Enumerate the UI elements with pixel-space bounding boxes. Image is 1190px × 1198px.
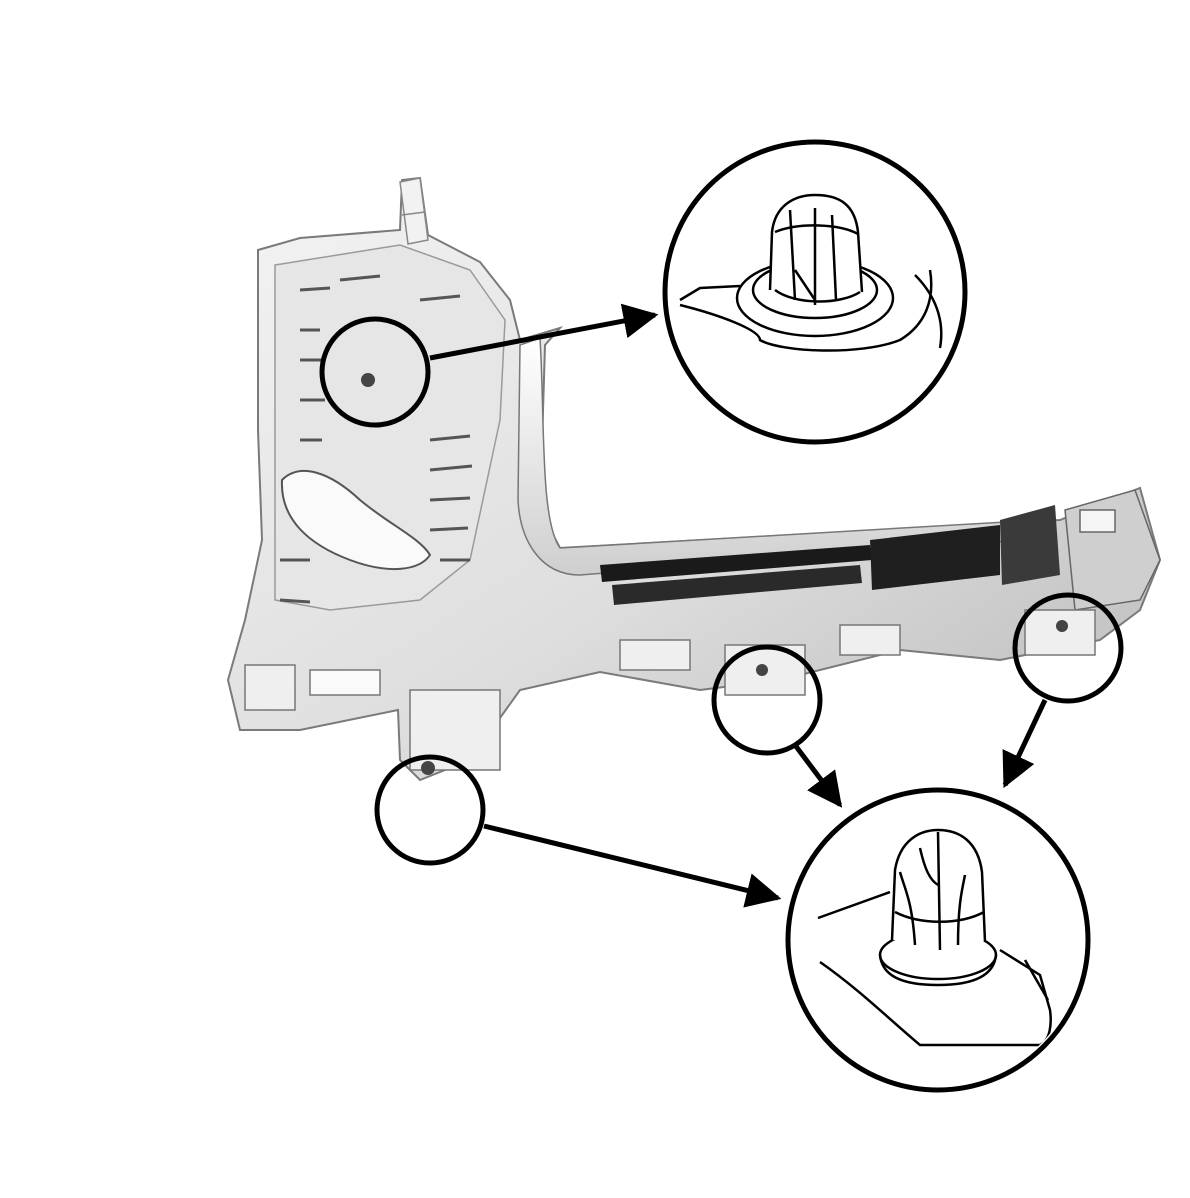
arrow-left [483,823,782,908]
clip-ring [894,910,985,923]
clip-prong-3 [956,874,967,946]
clip-prong-2 [936,831,942,951]
callout-arrows [429,303,1048,908]
clip-base [774,288,861,303]
detail-upper-clip [662,139,968,445]
end-block-window [1079,509,1116,533]
dark-slot-4 [1000,505,1060,585]
callout-marker-upper [319,316,431,428]
arrow-right [1002,698,1048,789]
detail-surface-curve [914,274,943,349]
top-tab [399,177,429,245]
clip-crown [774,224,859,236]
pillar-ribs [279,274,473,604]
clip-slot-4 [793,269,817,301]
callout-marker-right [1012,592,1124,704]
callout-markers [319,316,1124,866]
dark-slot-3 [870,525,1000,590]
clip-slot-3 [830,214,838,301]
mount-holes [361,373,1068,775]
dark-slot-1 [600,545,872,582]
detail-lower-clip [785,787,1091,1093]
clip-flange-underside [878,954,998,987]
clip-prong-1 [898,871,917,946]
dark-slot-2 [612,565,862,605]
detail-surface-outline [819,948,1052,1047]
detail-surface-edge [679,284,741,302]
curved-channel [517,336,1046,576]
detail-surface-outline [679,269,933,352]
arrow-middle [793,743,843,808]
oval-opening [280,470,432,571]
callout-marker-middle [711,644,823,756]
detail-surface-back-edge [817,890,891,920]
callout-marker-left [374,754,486,866]
top-tab-edge [401,211,426,216]
detail-surface-side [1023,959,1050,1001]
clip-slot-1 [788,209,797,301]
arrow-upper [429,303,659,361]
clip-prong-tip [918,847,939,887]
